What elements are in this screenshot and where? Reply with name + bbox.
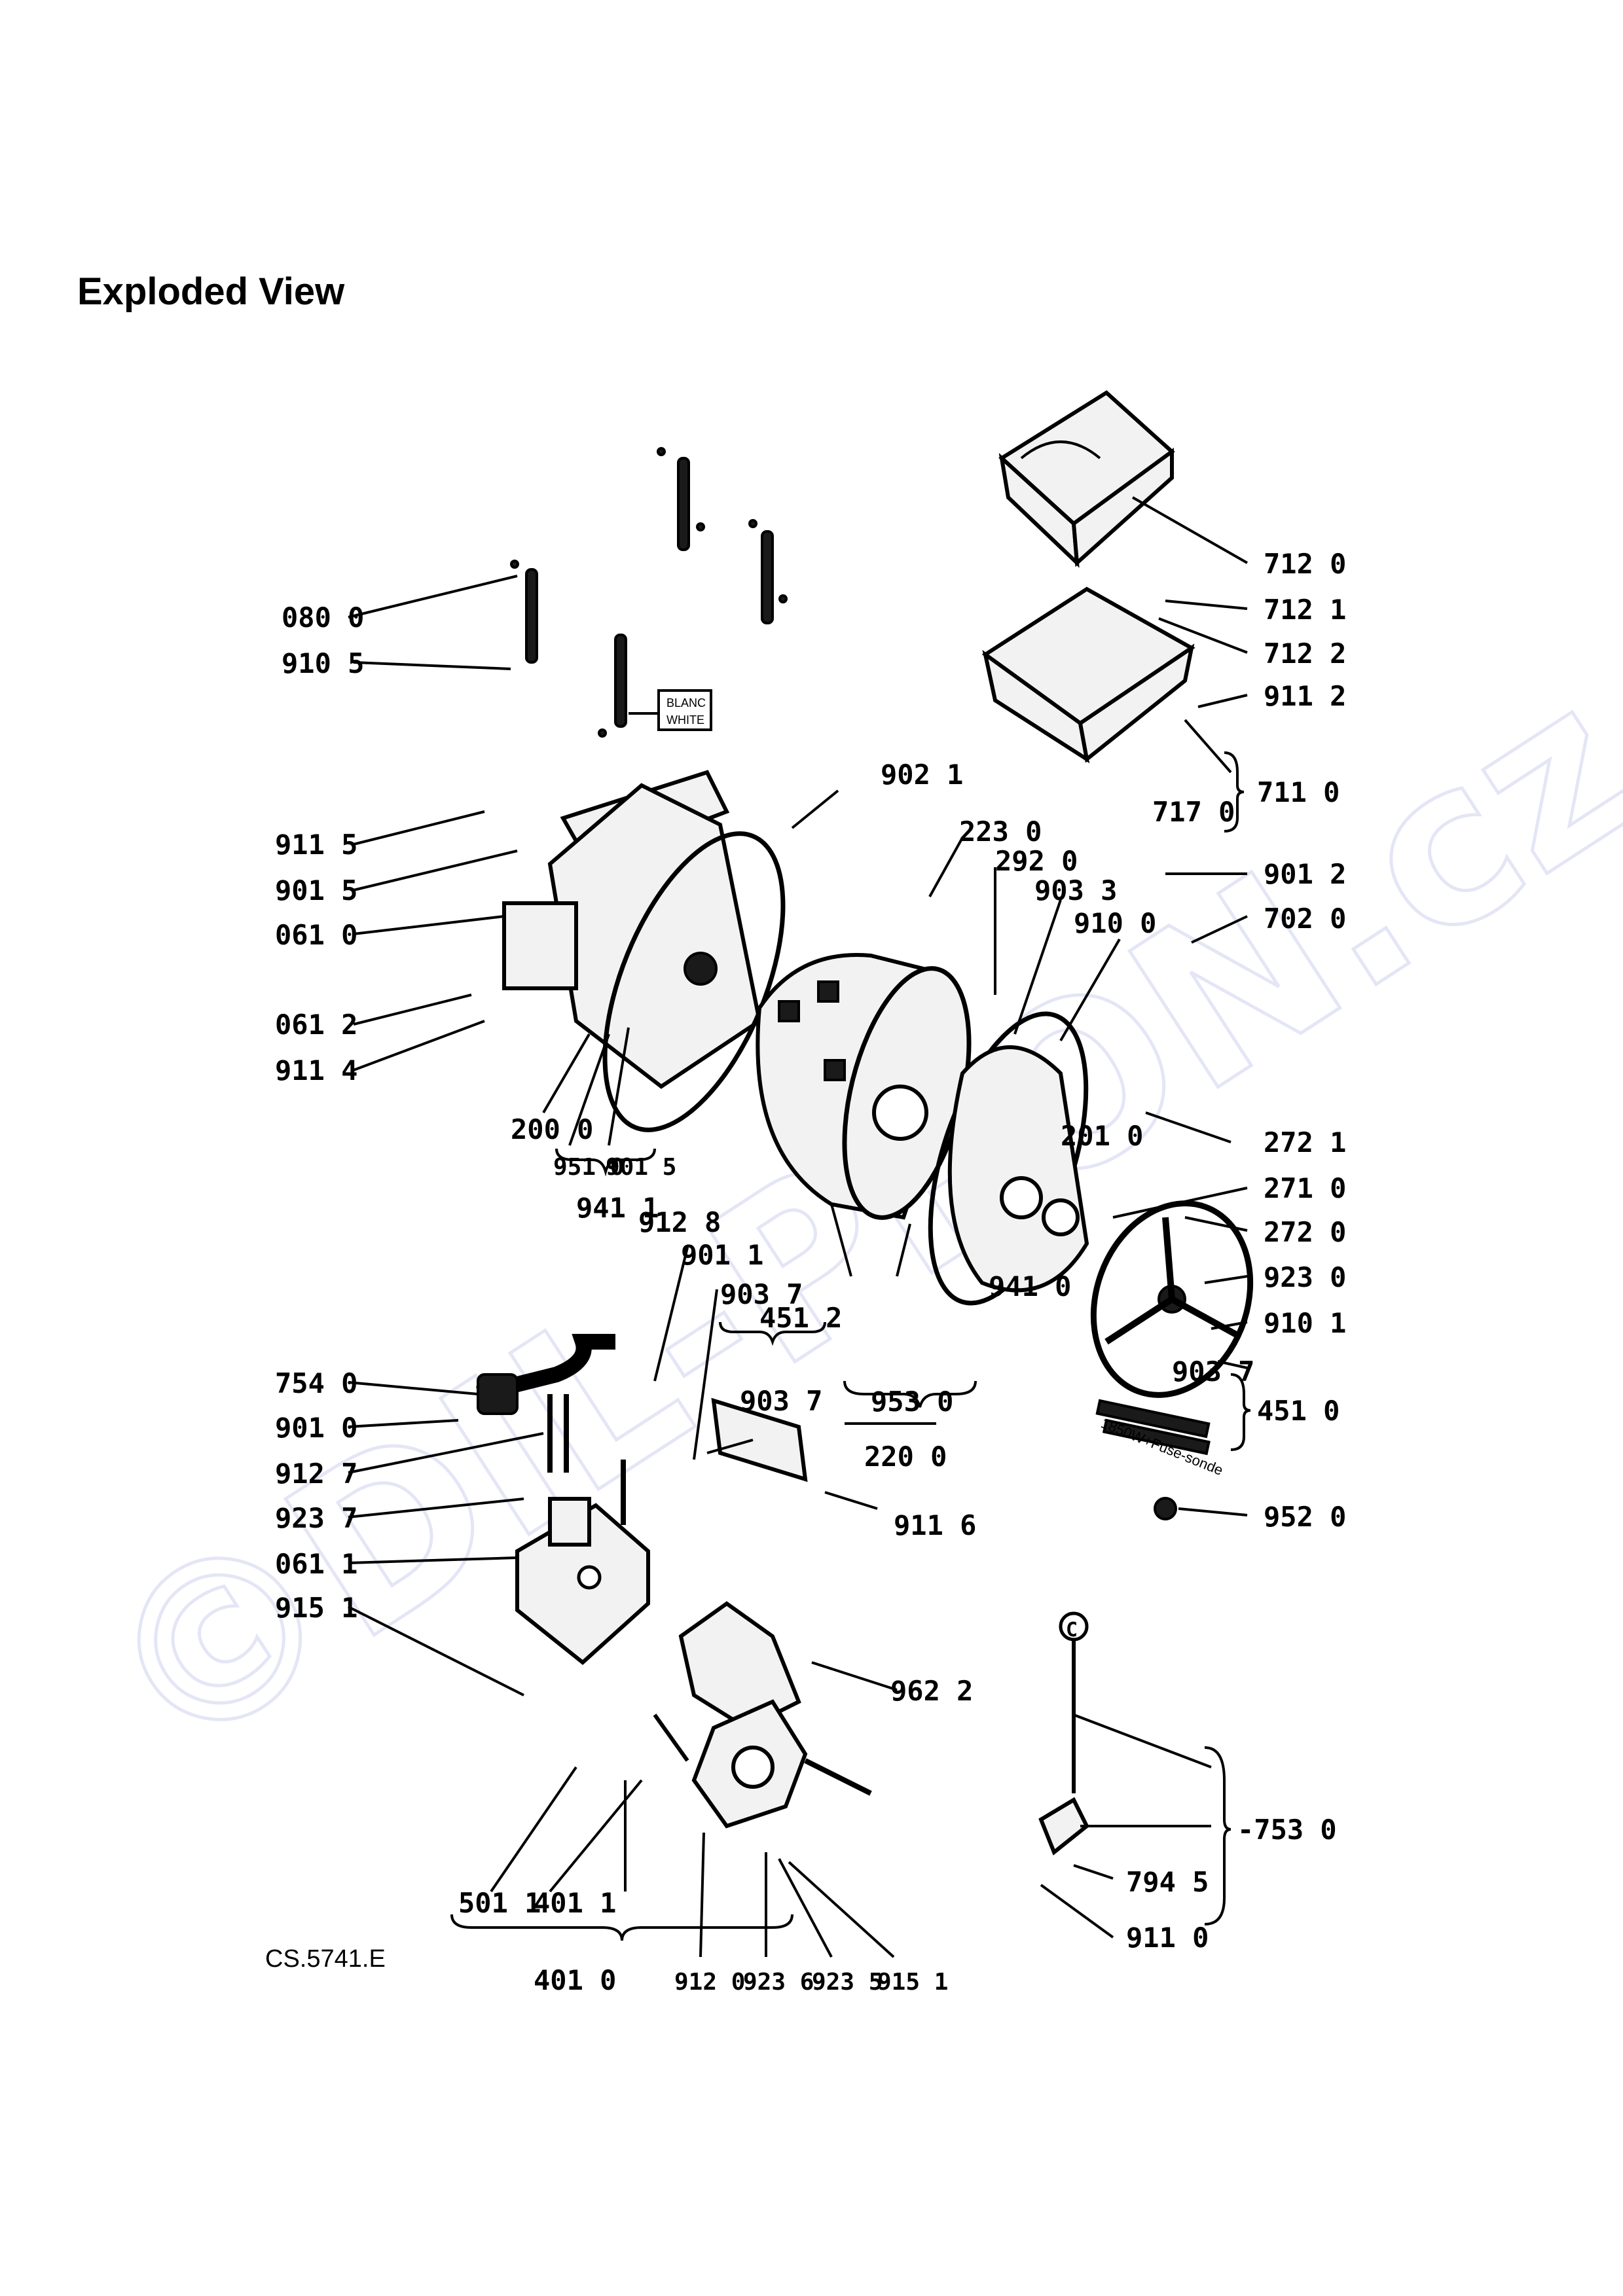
label-9037b: 903 7	[740, 1385, 822, 1417]
front-tub-half	[928, 1011, 1089, 1306]
label-2710: 271 0	[1264, 1172, 1346, 1204]
label-4510: 451 0	[1257, 1395, 1340, 1427]
label-9230: 923 0	[1264, 1261, 1346, 1293]
label-7110: 711 0	[1257, 776, 1340, 808]
braces	[450, 751, 1251, 1941]
dispenser-housing	[981, 586, 1195, 764]
label-7122: 712 2	[1264, 637, 1346, 670]
svg-text:WHITE: WHITE	[666, 713, 704, 726]
label-7121: 712 1	[1264, 594, 1346, 626]
label-9015: 901 5	[275, 874, 357, 906]
label-9235: 923 5	[812, 1969, 883, 1996]
label-9011: 901 1	[681, 1239, 763, 1271]
label-0611: 061 1	[275, 1548, 357, 1580]
hinge-pins	[510, 447, 788, 738]
label-9100: 910 0	[1074, 907, 1156, 939]
label-9012: 901 2	[1264, 858, 1346, 890]
part-labels: 080 0 910 5 911 5 901 5 061 0 061 2 911 …	[265, 548, 1346, 1996]
watermark: ©DIL-PFON.cz	[58, 636, 1623, 1812]
label-9236: 923 6	[743, 1969, 814, 1996]
dispenser-drawer	[998, 390, 1175, 568]
label-4512: 451 2	[759, 1302, 842, 1334]
label-9101: 910 1	[1264, 1307, 1346, 1339]
label-9520: 952 0	[1264, 1501, 1346, 1533]
pressure-switch: C	[1038, 1611, 1089, 1856]
label-2200: 220 0	[864, 1441, 947, 1473]
label-9105: 910 5	[282, 647, 364, 679]
label-7120: 712 0	[1264, 548, 1346, 580]
label-9015b: 901 5	[606, 1154, 676, 1181]
label-9237: 923 7	[275, 1502, 357, 1534]
label-0610: 061 0	[275, 919, 357, 951]
label-7530: -753 0	[1237, 1814, 1337, 1846]
label-9110: 911 0	[1126, 1922, 1209, 1954]
label-9112: 911 2	[1264, 680, 1346, 712]
label-4011: 401 1	[534, 1887, 616, 1919]
label-7945: 794 5	[1126, 1866, 1209, 1898]
svg-text:BLANC: BLANC	[666, 696, 706, 709]
label-9120: 912 0	[674, 1969, 745, 1996]
blanc-white-tag: BLANC WHITE	[629, 689, 712, 731]
label-2920: 292 0	[995, 845, 1078, 877]
label-9115: 911 5	[275, 829, 357, 861]
label-2010: 201 0	[1061, 1120, 1143, 1152]
label-9010: 901 0	[275, 1412, 357, 1444]
label-2721: 272 1	[1264, 1126, 1346, 1158]
label-9116: 911 6	[894, 1509, 976, 1541]
label-9128: 912 8	[638, 1206, 721, 1238]
label-7170: 717 0	[1152, 796, 1235, 828]
label-9151: 915 1	[275, 1592, 357, 1624]
label-9411: 941 1	[576, 1192, 659, 1224]
page-title: Exploded View	[77, 270, 345, 313]
label-9037a: 903 7	[720, 1278, 803, 1310]
motor	[653, 1601, 872, 1829]
leader-lines	[348, 575, 911, 1958]
label-4010: 401 0	[534, 1964, 616, 1996]
label-2000: 200 0	[511, 1113, 593, 1145]
label-9410: 941 0	[989, 1270, 1071, 1302]
label-0800: 080 0	[282, 601, 364, 634]
label-9151b: 915 1	[877, 1969, 948, 1996]
svg-text:C: C	[1066, 1619, 1078, 1641]
label-7540: 754 0	[275, 1367, 357, 1399]
label-9021: 902 1	[881, 759, 963, 791]
nut	[1154, 1497, 1177, 1520]
drawing-code: CS.5741.E	[265, 1945, 386, 1973]
drum	[756, 953, 972, 1220]
heating-element: 1850W+Fuse-sonde	[1095, 1399, 1226, 1479]
heater-bracket	[706, 1397, 808, 1482]
label-2230: 223 0	[959, 816, 1042, 848]
drum-pulley	[1090, 1200, 1254, 1398]
label-5011: 501 1	[458, 1887, 541, 1919]
label-9114: 911 4	[275, 1054, 357, 1086]
label-9037c: 903 7	[1172, 1355, 1254, 1388]
label-2720: 272 0	[1264, 1216, 1346, 1248]
counterweight	[515, 1394, 650, 1665]
label-9622: 962 2	[890, 1675, 973, 1707]
label-7020: 702 0	[1264, 903, 1346, 935]
label-0612: 061 2	[275, 1009, 357, 1041]
label-9510: 951 0	[553, 1154, 624, 1181]
leader-lines-right	[791, 496, 1248, 1939]
label-9127: 912 7	[275, 1458, 357, 1490]
label-9530: 953 0	[871, 1386, 953, 1418]
label-9033: 903 3	[1034, 874, 1117, 906]
